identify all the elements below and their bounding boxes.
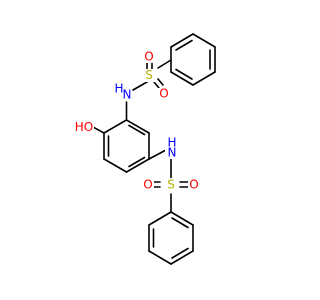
atom-label-lower-o-right: O xyxy=(189,178,198,192)
bond xyxy=(171,217,189,229)
bond xyxy=(148,250,172,265)
bond xyxy=(157,78,164,86)
bond xyxy=(171,247,189,259)
bond xyxy=(128,124,146,136)
bond xyxy=(170,211,194,226)
bond xyxy=(125,119,150,134)
atom-label-upper-n: N xyxy=(123,88,132,102)
bond xyxy=(92,126,105,134)
substituent-bonds xyxy=(92,59,189,213)
central-ring xyxy=(103,119,150,173)
atom-label-upper-s: S xyxy=(145,68,153,82)
bond xyxy=(103,119,128,134)
bond xyxy=(153,81,160,89)
bond xyxy=(170,250,194,265)
bond xyxy=(125,158,150,173)
bond xyxy=(132,81,148,91)
atom-label-upper-h: H xyxy=(114,82,123,96)
atom-label-upper-o-bottom: O xyxy=(159,87,168,101)
atom-label-lower-s: S xyxy=(167,178,175,192)
atom-label-upper-o-left: O xyxy=(144,50,153,64)
atom-label-lower-n: N xyxy=(168,146,177,160)
upper-phenyl-ring xyxy=(170,33,216,86)
bond xyxy=(175,68,193,80)
lower-phenyl-ring xyxy=(148,211,194,265)
bond xyxy=(170,33,194,48)
molecule-structure: H N S O O HO H N S O O xyxy=(74,33,216,265)
atom-label-lower-h: H xyxy=(167,136,176,150)
bond xyxy=(175,39,193,51)
atom-label-lower-o-left: O xyxy=(143,178,152,192)
atom-labels: H N S O O HO H N S O O xyxy=(74,50,200,192)
bond xyxy=(170,71,194,86)
bond xyxy=(157,59,172,69)
bond xyxy=(148,149,167,160)
bond xyxy=(128,156,146,168)
atom-label-hydroxyl: HO xyxy=(75,120,93,134)
bond xyxy=(192,71,216,86)
bond xyxy=(192,33,216,48)
bond xyxy=(148,211,172,226)
bond xyxy=(103,158,128,173)
